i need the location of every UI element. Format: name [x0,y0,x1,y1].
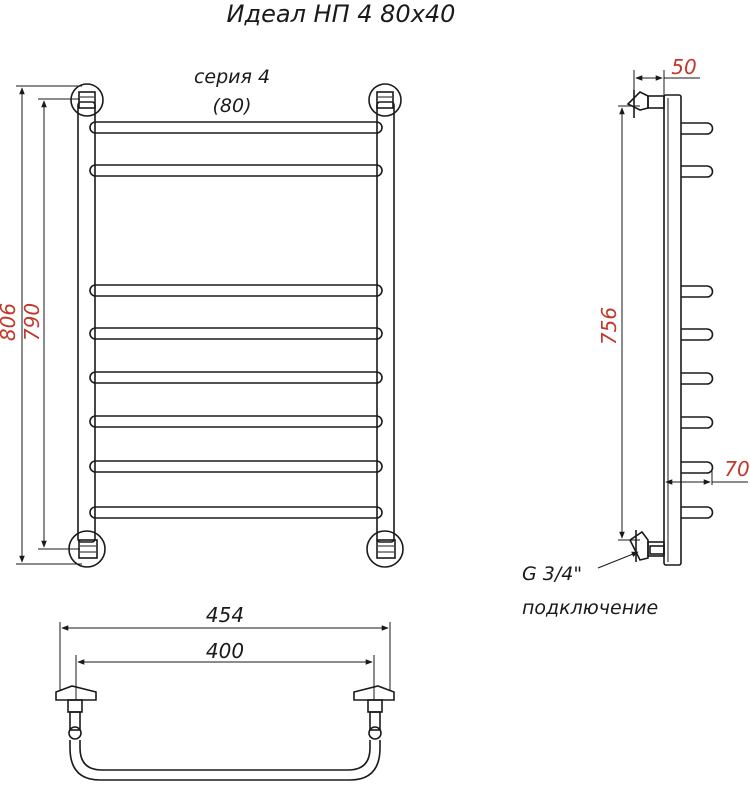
side-rung [681,416,714,429]
flange-right [353,685,395,740]
rung [89,284,383,297]
u-rung-outer [69,740,381,781]
dimension-70: 70 [665,457,750,485]
dimension-806-label: 806 [0,303,20,341]
connection-leader [597,551,639,569]
rung [89,164,383,177]
dimension-756-label: 756 [597,307,621,345]
side-rung [681,506,714,519]
rung [89,371,383,384]
side-view: 50 756 70 G 3/4" подключение [522,55,750,619]
rung [89,460,383,473]
dimension-454: 454 [59,603,391,690]
side-rung [681,285,714,298]
side-rung [681,372,714,385]
right-upright [376,101,395,543]
dimension-790-label: 790 [20,303,44,341]
dimension-70-label: 70 [724,457,749,481]
rungs [89,121,383,519]
side-upright [663,94,682,566]
dimension-790: 790 [20,98,80,550]
dimension-400: 400 [75,639,375,700]
front-view: серия 4 (80) [0,66,404,568]
side-valve-bottom [628,530,665,562]
dimension-400-label: 400 [206,639,244,663]
dimension-756: 756 [597,105,640,541]
u-rung-inner [79,740,371,771]
dimension-454-label: 454 [206,603,244,627]
side-rung [681,461,714,474]
rung [89,121,383,134]
dimension-806: 806 [0,85,82,565]
drawing-title: Идеал НП 4 80х40 [227,0,456,28]
top-view: 454 400 [55,603,395,781]
flange-left [55,685,97,740]
mount-top-left [70,83,104,117]
rung [89,327,383,340]
mount-bottom-right [366,530,404,568]
dimension-50-label: 50 [671,55,696,79]
left-upright [77,101,96,543]
series-value: (80) [212,95,251,117]
rung [89,415,383,428]
connection-caption: подключение [522,597,658,619]
series-label: серия 4 [194,66,270,88]
rung [89,506,383,519]
side-rungs [681,122,714,519]
side-mount-top [626,90,665,118]
connection-label: G 3/4" [522,563,582,585]
side-rung [681,122,714,135]
side-rung [681,165,714,178]
dimension-50: 50 [633,55,700,95]
side-rung [681,328,714,341]
mount-top-right [368,83,402,117]
